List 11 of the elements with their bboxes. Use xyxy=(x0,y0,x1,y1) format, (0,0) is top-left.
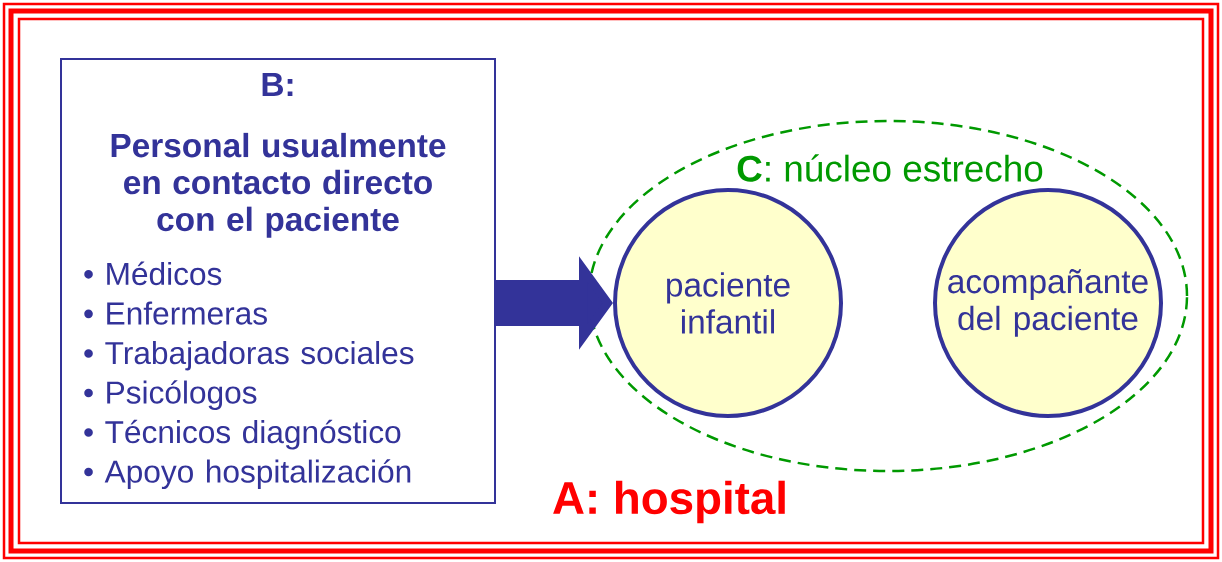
box-heading: B: xyxy=(262,73,293,96)
list-item: • Enfermeras xyxy=(84,301,267,325)
frame-label: A: hospital xyxy=(553,480,785,524)
list-item: • Psicólogos xyxy=(84,380,257,410)
group-label: C: núcleo estrecho xyxy=(737,154,1043,182)
list-item: • Apoyo hospitalización xyxy=(84,459,411,490)
list-item: • Trabajadoras sociales xyxy=(84,341,414,371)
box-heading: Personal usualmente en contacto directo con el paciente xyxy=(111,132,446,238)
list-item: • Técnicos diagnóstico xyxy=(84,419,401,450)
staff-box xyxy=(60,58,496,505)
list-item: • Médicos xyxy=(84,261,222,286)
